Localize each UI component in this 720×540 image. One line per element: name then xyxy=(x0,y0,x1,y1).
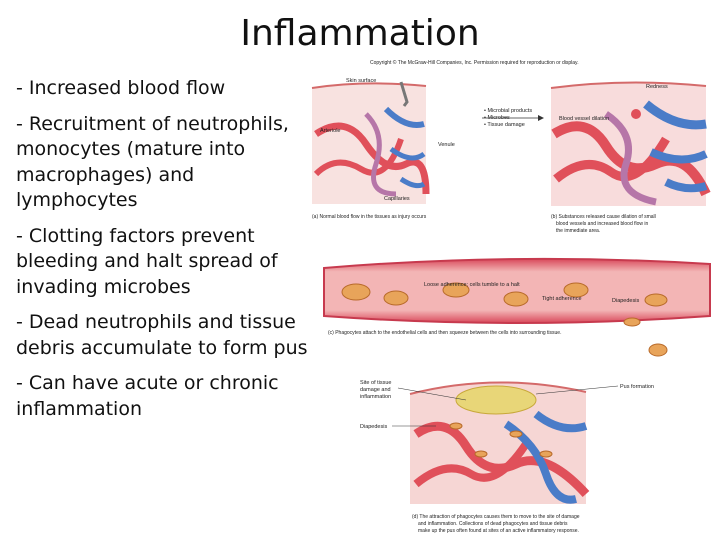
bullet-list: - Increased blood flow - Recruitment of … xyxy=(16,76,308,432)
pus-pocket xyxy=(455,385,537,415)
label-arteriole: Arteriole xyxy=(320,128,340,134)
label-loose-adherence: Loose adherence; cells tumble to a halt xyxy=(424,282,520,288)
panel-b: Redness Blood vessel dilation (b) Substa… xyxy=(550,81,711,234)
arrow-icon xyxy=(538,115,544,121)
bullet-item: - Dead neutrophils and tissue debris acc… xyxy=(16,311,308,359)
label-redness: Redness xyxy=(646,84,668,90)
bullet-item: - Increased blood flow xyxy=(16,77,226,99)
panel-d-caption: (d) The attraction of phagocytes causes … xyxy=(412,514,580,520)
svg-text:make up the pus often found at: make up the pus often found at sites of … xyxy=(418,528,579,534)
svg-text:the immediate area.: the immediate area. xyxy=(556,228,600,234)
panel-a-caption: (a) Normal blood flow in the tissues as … xyxy=(312,214,427,220)
label-blood-vessel-dilation-1: Blood vessel dilation xyxy=(559,116,609,122)
slide-title: Inflammation xyxy=(240,13,480,54)
label-skin-surface: Skin surface xyxy=(346,78,376,84)
bullet-item: - Can have acute or chronic inflammation xyxy=(16,372,279,420)
svg-text:• Microbial products: • Microbial products xyxy=(484,108,532,114)
label-capillaries: Capillaries xyxy=(384,196,410,202)
panel-d: Site of tissue damage and inflammation D… xyxy=(360,380,654,534)
stimulus-list: • Microbial products • Microbes • Tissue… xyxy=(482,108,544,128)
panel-a: Skin surface Arteriole Venule Capillarie… xyxy=(311,78,455,220)
svg-text:• Tissue damage: • Tissue damage xyxy=(484,122,525,128)
bullet-item: - Recruitment of neutrophils, monocytes … xyxy=(16,112,289,212)
panel-b-caption: (b) Substances released cause dilation o… xyxy=(551,214,656,220)
label-venule: Venule xyxy=(438,142,455,148)
thorn-icon xyxy=(399,81,409,107)
svg-text:and inflammation. Collections: and inflammation. Collections of dead ph… xyxy=(418,521,568,527)
svg-text:blood vessels and increased bl: blood vessels and increased blood flow i… xyxy=(556,221,648,227)
panel-a-skin-line xyxy=(311,82,427,89)
bullet-item: - Clotting factors prevent bleeding and … xyxy=(16,224,278,298)
label-site-1: Site of tissue xyxy=(360,380,392,386)
label-tight-adherence: Tight adherence xyxy=(542,296,582,302)
escaped-phagocyte xyxy=(648,343,668,357)
svg-text:damage and: damage and xyxy=(360,387,391,393)
inflammation-figure: Copyright © The McGraw-Hill Companies, I… xyxy=(306,54,720,540)
panel-c-vessel: Loose adherence; cells tumble to a halt … xyxy=(323,257,711,357)
panel-c-caption: (c) Phagocytes attach to the endothelial… xyxy=(328,330,561,336)
label-diapedesis-c: Diapedesis xyxy=(612,298,639,304)
redness-spot xyxy=(631,109,641,119)
label-pus-formation: Pus formation xyxy=(620,384,654,390)
copyright-text: Copyright © The McGraw-Hill Companies, I… xyxy=(370,59,579,66)
label-diapedesis-d: Diapedesis xyxy=(360,424,387,430)
svg-text:inflammation: inflammation xyxy=(360,394,391,400)
